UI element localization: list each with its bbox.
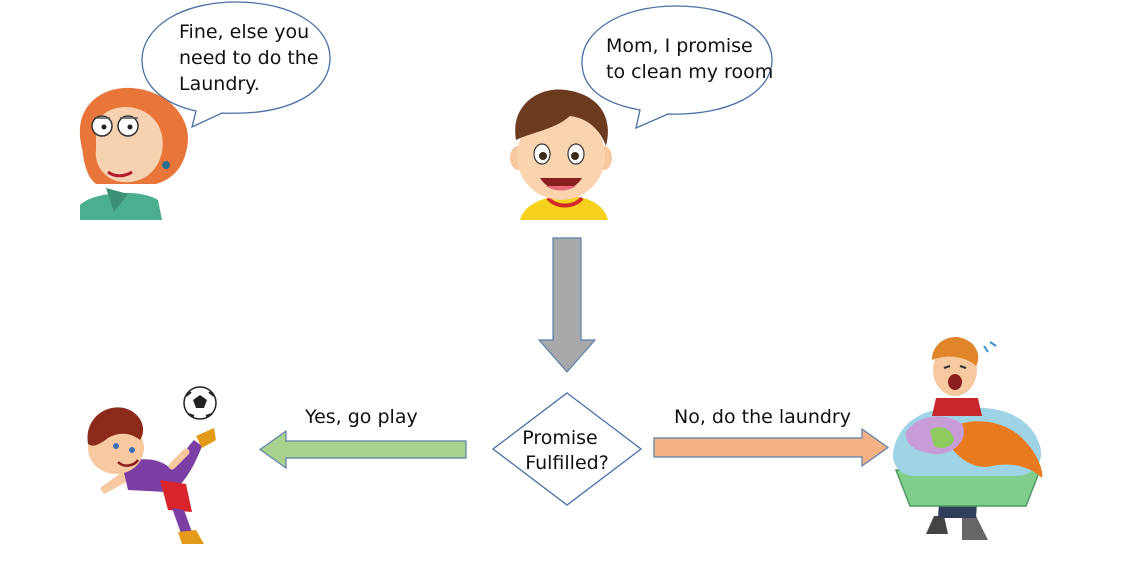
kid-illustration <box>510 89 612 220</box>
no-arrow <box>653 427 890 468</box>
decision-line-1: Promise <box>522 427 598 449</box>
decision-node: Promise Fulfilled? <box>491 392 643 506</box>
yes-label: Yes, go play <box>304 406 418 428</box>
mom-bubble-shape <box>141 1 331 129</box>
kid-speech-line-1: Mom, I promise <box>606 35 753 57</box>
laundry-boy-illustration <box>892 336 1043 540</box>
mom-speech-line-3: Laundry. <box>179 73 260 95</box>
kid-bubble-shape <box>581 5 773 130</box>
yes-arrow <box>258 429 467 470</box>
mom-speech-line-2: need to do the <box>179 47 319 69</box>
no-label: No, do the laundry <box>674 406 851 428</box>
mom-illustration <box>79 87 188 220</box>
soccer-player-illustration <box>87 386 217 544</box>
mom-speech-text: Fine, else you need to do the Laundry. <box>179 21 325 95</box>
decision-line-2: Fulfilled? <box>525 452 609 474</box>
decision-text: Promise Fulfilled? <box>522 427 609 474</box>
down-arrow <box>537 237 597 373</box>
kid-speech-bubble: Mom, I promise to clean my room <box>581 5 773 130</box>
decision-diamond <box>491 392 643 506</box>
kid-speech-text: Mom, I promise to clean my room <box>606 35 773 83</box>
mom-speech-line-1: Fine, else you <box>179 21 309 43</box>
kid-speech-line-2: to clean my room <box>606 61 773 83</box>
mom-speech-bubble: Fine, else you need to do the Laundry. <box>141 1 331 129</box>
